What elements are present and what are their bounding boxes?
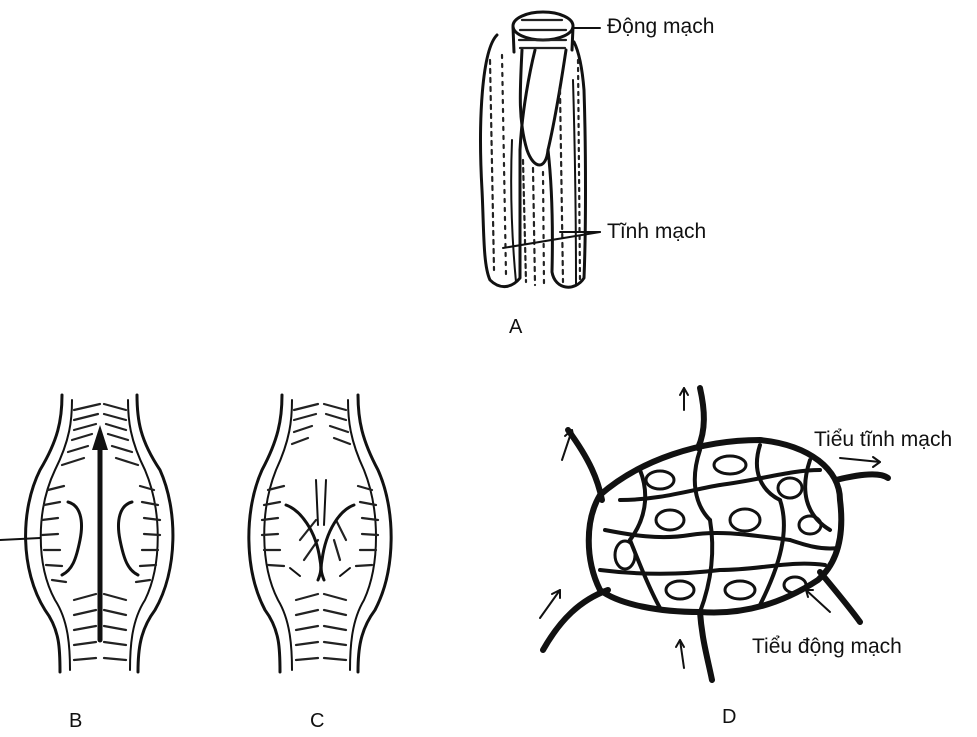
label-venule: Tiểu tĩnh mạch <box>814 428 952 452</box>
label-vein: Tĩnh mạch <box>607 220 706 244</box>
panel-label-b: B <box>69 710 82 733</box>
figure-b-valve-open <box>0 395 173 672</box>
figure-a-vessel-bundle <box>481 12 600 287</box>
panel-label-c: C <box>310 710 324 733</box>
figure-c-valve-closed <box>249 395 391 672</box>
panel-label-a: A <box>509 316 522 339</box>
label-artery: Động mạch <box>607 15 714 39</box>
label-arteriole: Tiểu động mạch <box>752 635 902 659</box>
panel-label-d: D <box>722 706 736 729</box>
